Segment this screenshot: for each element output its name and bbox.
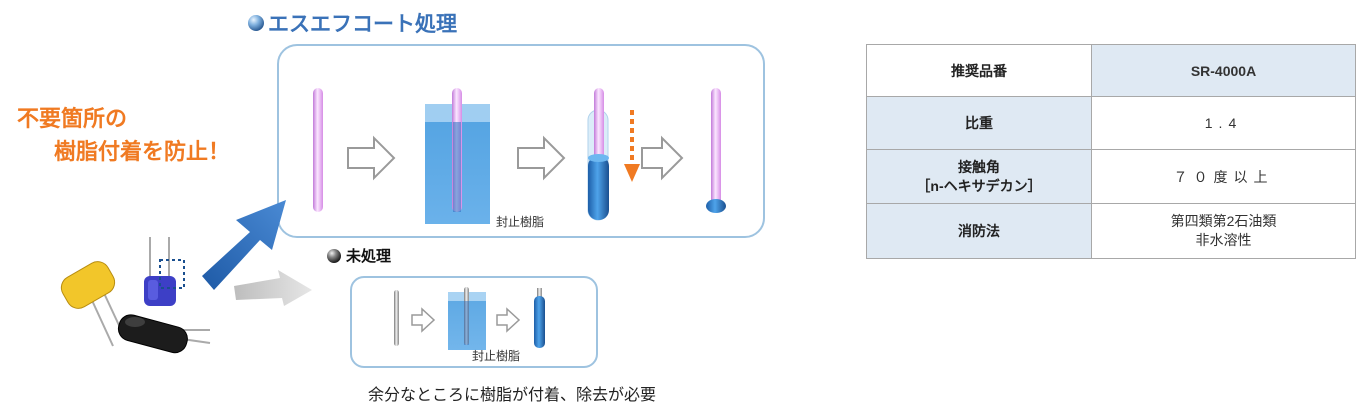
spec-value-fire-law-line2: 非水溶性: [1195, 232, 1252, 248]
outline-arrow-icon: [641, 135, 684, 181]
outline-arrow-icon: [496, 307, 521, 333]
step1-rod: [313, 88, 323, 212]
untreated-heading-text: 未処理: [346, 247, 392, 265]
untreated-step2-tank: [448, 287, 486, 350]
spec-key-contact-angle-line2: ［n-ヘキサデカン］: [916, 177, 1042, 194]
spec-row-gravity: 比重 1.4: [866, 96, 1356, 150]
untreated-step3-rod: [534, 288, 545, 348]
outline-arrow-icon: [411, 307, 436, 333]
electronic-components-illustration: [60, 237, 211, 354]
treated-process-panel: [277, 44, 765, 238]
outline-arrow-icon: [347, 135, 396, 181]
spec-value-contact-angle: ７０度以上: [1091, 149, 1356, 204]
spec-row-contact-angle: 接触角 ［n-ヘキサデカン］ ７０度以上: [866, 149, 1356, 204]
spec-row-product: 推奨品番 SR-4000A: [866, 44, 1356, 97]
outline-arrow-icon: [517, 135, 566, 181]
process-illustration: [60, 88, 726, 354]
step3-coated-rod: [587, 88, 609, 221]
section-title: エスエフコート処理: [248, 8, 457, 38]
dark-bullet-icon: [327, 248, 341, 263]
sealing-resin-label-small: 封止樹脂: [472, 349, 521, 363]
gray-arrow-icon: [234, 270, 312, 306]
spec-row-fire-law: 消防法 第四類第2石油類 非水溶性: [866, 203, 1356, 259]
spec-value-product: SR-4000A: [1091, 44, 1356, 97]
spec-key-gravity: 比重: [866, 96, 1092, 150]
spec-value-gravity: 1.4: [1091, 96, 1356, 150]
untreated-heading: 未処理: [327, 245, 391, 266]
big-blue-arrow-icon: [202, 200, 286, 290]
spec-key-fire-law: 消防法: [866, 203, 1092, 259]
untreated-step1-rod: [394, 290, 399, 346]
spec-value-gravity-text: 1.4: [1204, 115, 1243, 131]
spec-value-fire-law-line1: 第四類第2石油類: [1170, 213, 1277, 229]
spec-table: 推奨品番 SR-4000A 比重 1.4 接触角 ［n-ヘキサデカン］ ７０度以…: [866, 44, 1356, 259]
dotted-down-arrow-icon: [624, 110, 640, 182]
spec-value-contact-angle-text: ７０度以上: [1173, 168, 1274, 185]
section-title-text: エスエフコート処理: [268, 12, 457, 36]
spec-key-product: 推奨品番: [866, 44, 1092, 97]
spec-key-contact-angle-line1: 接触角: [958, 158, 1000, 175]
sealing-resin-label: 封止樹脂: [496, 215, 545, 229]
step4-finished-rod: [706, 88, 726, 213]
callout-line2: 樹脂付着を防止！: [54, 140, 231, 165]
caption: 余分なところに樹脂が付着、除去が必要: [368, 385, 657, 404]
globe-bullet-icon: [248, 15, 264, 31]
callout-line1: 不要箇所の: [17, 107, 128, 132]
step2-resin-tank: [425, 88, 490, 224]
spec-value-fire-law: 第四類第2石油類 非水溶性: [1091, 203, 1356, 259]
spec-key-contact-angle: 接触角 ［n-ヘキサデカン］: [866, 149, 1092, 204]
